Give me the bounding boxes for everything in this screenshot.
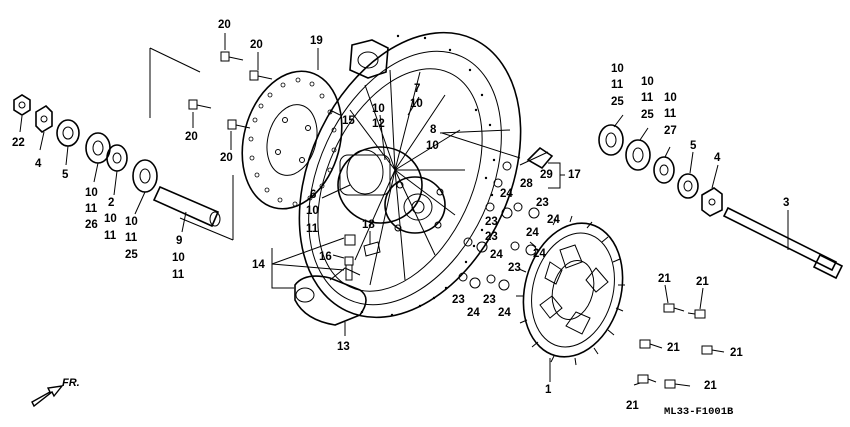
- label-24-c: 24: [526, 227, 539, 239]
- label-23-f: 23: [483, 294, 496, 306]
- label-10-e: 10: [410, 98, 423, 110]
- label-11-f: 11: [611, 79, 624, 91]
- label-11-b: 11: [104, 230, 117, 242]
- label-11-e: 11: [306, 223, 319, 235]
- label-24-d: 24: [490, 249, 503, 261]
- label-25-left: 25: [125, 249, 138, 261]
- label-11-d: 11: [172, 269, 185, 281]
- label-21-e: 21: [704, 380, 717, 392]
- wheel-hub: [337, 146, 446, 234]
- part-number-labels: 22 4 5 10 11 26 2 10 11 10 11 25 9 10 11…: [12, 19, 789, 412]
- label-21-d: 21: [730, 347, 743, 359]
- label-24-e: 24: [533, 248, 546, 260]
- left-group-bracket: [149, 47, 234, 241]
- label-1: 1: [545, 384, 552, 396]
- label-21-a: 21: [658, 273, 671, 285]
- label-10-h: 10: [306, 205, 319, 217]
- label-23-e: 23: [452, 294, 465, 306]
- label-19: 19: [310, 35, 323, 47]
- label-6: 6: [310, 189, 316, 201]
- label-10-a: 10: [85, 187, 98, 199]
- label-18: 18: [362, 219, 375, 231]
- label-24-g: 24: [498, 307, 511, 319]
- label-10-d: 10: [172, 252, 185, 264]
- label-4-left: 4: [35, 158, 42, 170]
- left-parts: [13, 94, 221, 228]
- label-23-c: 23: [485, 231, 498, 243]
- label-10-c: 10: [125, 216, 138, 228]
- label-13: 13: [337, 341, 350, 353]
- label-24-a: 24: [500, 188, 513, 200]
- label-12: 12: [372, 118, 385, 130]
- label-10-j: 10: [641, 76, 654, 88]
- label-7: 7: [414, 83, 420, 95]
- leader-lines: [19, 33, 789, 386]
- disc-bolts: [188, 51, 273, 130]
- label-10-b: 10: [104, 213, 117, 225]
- label-28: 28: [520, 178, 533, 190]
- label-20-a: 20: [218, 19, 231, 31]
- side-bolts: [637, 303, 725, 389]
- label-21-c: 21: [667, 342, 680, 354]
- label-10-k: 10: [664, 92, 677, 104]
- brake-disc: [241, 70, 343, 210]
- label-17: 17: [568, 169, 581, 181]
- right-parts: [598, 124, 844, 280]
- label-3: 3: [783, 197, 789, 209]
- label-23-b: 23: [536, 197, 549, 209]
- label-2: 2: [108, 197, 114, 209]
- label-25-right-a: 25: [611, 96, 624, 108]
- label-20-b: 20: [250, 39, 263, 51]
- label-26: 26: [85, 219, 98, 231]
- label-25-right-b: 25: [641, 109, 654, 121]
- rim-lock: [349, 39, 389, 79]
- valve-parts: [344, 234, 381, 281]
- label-24-f: 24: [467, 307, 480, 319]
- front-direction-indicator: FR.: [31, 377, 80, 408]
- label-11-g: 11: [641, 92, 654, 104]
- label-10-g: 10: [426, 140, 439, 152]
- label-22: 22: [12, 137, 25, 149]
- label-4-right: 4: [714, 152, 721, 164]
- label-23-a: 23: [485, 216, 498, 228]
- label-11-a: 11: [85, 203, 98, 215]
- label-21-f: 21: [626, 400, 639, 412]
- diagram-code: ML33-F1001B: [664, 406, 734, 418]
- front-label: FR.: [62, 377, 80, 389]
- drive-chain-slider: [294, 267, 367, 326]
- sprocket-nuts-washers: [458, 202, 540, 291]
- label-29: 29: [540, 169, 553, 181]
- driven-sprocket: [516, 215, 625, 366]
- label-9: 9: [176, 235, 182, 247]
- label-27: 27: [664, 125, 677, 137]
- label-23-d: 23: [508, 262, 521, 274]
- label-14: 14: [252, 259, 265, 271]
- label-16: 16: [319, 251, 332, 263]
- label-8: 8: [430, 124, 437, 136]
- label-15: 15: [342, 115, 355, 127]
- rear-wheel-tire: [298, 31, 522, 319]
- label-20-c: 20: [185, 131, 198, 143]
- label-21-b: 21: [696, 276, 709, 288]
- chain-adjuster-bolt: [493, 146, 554, 188]
- label-24-b: 24: [547, 214, 560, 226]
- label-10-f: 10: [372, 103, 385, 115]
- label-11-c: 11: [125, 232, 138, 244]
- label-11-h: 11: [664, 108, 677, 120]
- label-5-right: 5: [690, 140, 697, 152]
- label-20-d: 20: [220, 152, 233, 164]
- arrow-icon: [31, 385, 64, 408]
- label-5-left: 5: [62, 169, 69, 181]
- label-10-i: 10: [611, 63, 624, 75]
